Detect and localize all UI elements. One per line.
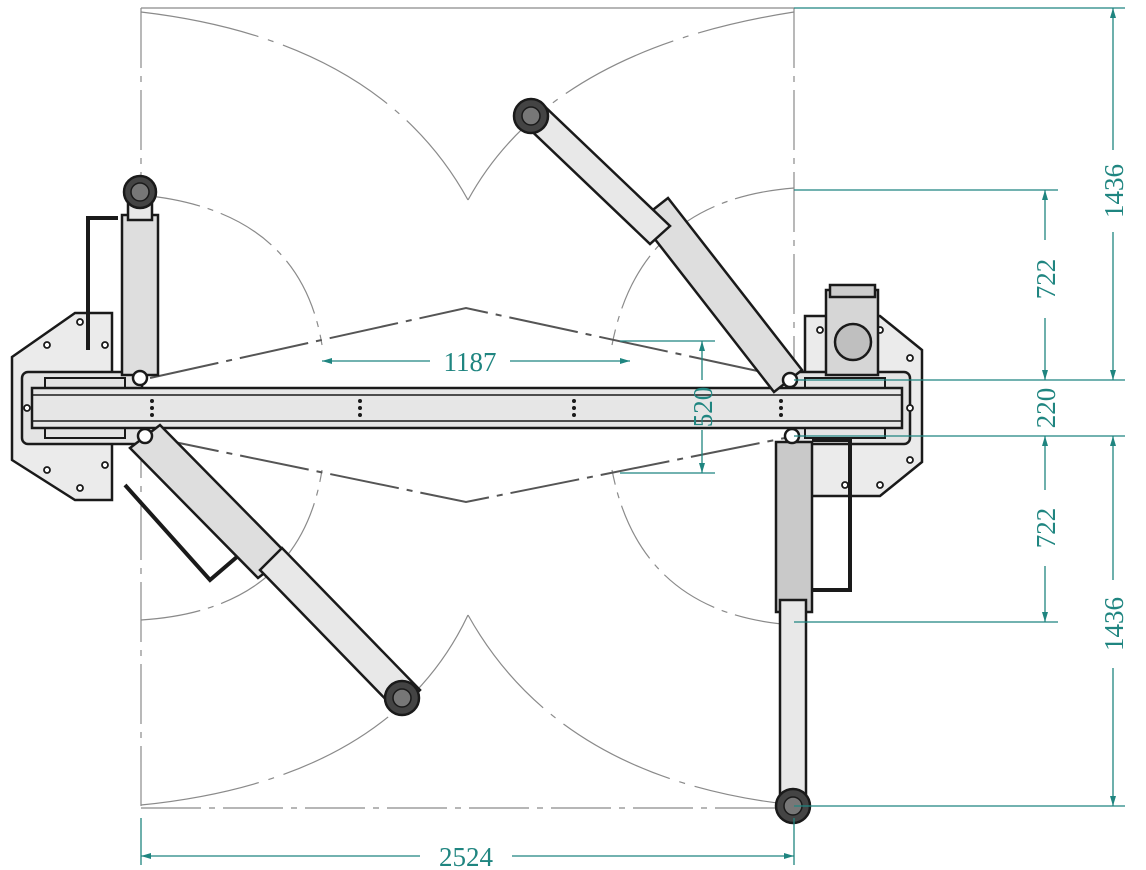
swing-arc-bottom-right xyxy=(467,614,795,806)
vehicle-contour-upper xyxy=(149,306,791,379)
arm-lower-right-hose xyxy=(812,438,852,592)
motor-cap xyxy=(828,283,877,299)
arm-lower-right-outer xyxy=(774,440,814,614)
arm-lower-left-hose xyxy=(123,483,247,583)
dimension-lines xyxy=(140,7,1125,865)
label-lower-arm-reach: 722 xyxy=(1031,508,1061,549)
arm-upper-left-outer xyxy=(120,213,160,377)
beam-holes xyxy=(150,399,783,417)
right-bolts xyxy=(816,326,914,489)
label-upper-arm-reach: 722 xyxy=(1031,259,1061,300)
swing-arc-top-left xyxy=(140,11,469,201)
label-beam-gap: 220 xyxy=(1031,388,1061,429)
label-upper-total: 1436 xyxy=(1099,164,1129,218)
arm-lower-right-inner xyxy=(778,598,808,802)
arm-lower-left-inner xyxy=(258,546,422,714)
label-lower-total: 1436 xyxy=(1099,597,1129,651)
vehicle-contour-lower xyxy=(149,436,791,504)
arm-upper-left-pivot xyxy=(131,369,149,387)
label-overall-width: 2524 xyxy=(439,842,494,870)
swing-arc-bottom-left xyxy=(140,614,469,806)
label-inner-span: 1187 xyxy=(444,347,497,377)
inner-arc-top-left xyxy=(140,194,323,346)
arm-upper-right-outer xyxy=(638,196,804,394)
arm-lower-right xyxy=(774,427,852,825)
inner-arc-bottom-right xyxy=(611,469,795,626)
cross-beam xyxy=(30,386,904,430)
arm-upper-left-hose xyxy=(86,216,118,350)
cross-beam-body xyxy=(30,386,904,430)
arm-lower-left xyxy=(123,423,422,717)
motor-icon xyxy=(833,322,873,362)
left-bolts xyxy=(23,318,109,492)
arm-lower-left-outer xyxy=(128,423,290,580)
label-beam-width: 520 xyxy=(688,387,718,428)
swing-arc-top-right xyxy=(467,11,795,201)
arm-lower-left-pivot xyxy=(136,427,154,445)
arm-upper-left xyxy=(86,174,160,387)
dimension-labels: 2524 1187 520 722 220 722 1436 1436 xyxy=(439,164,1129,870)
arm-upper-right xyxy=(512,97,804,394)
